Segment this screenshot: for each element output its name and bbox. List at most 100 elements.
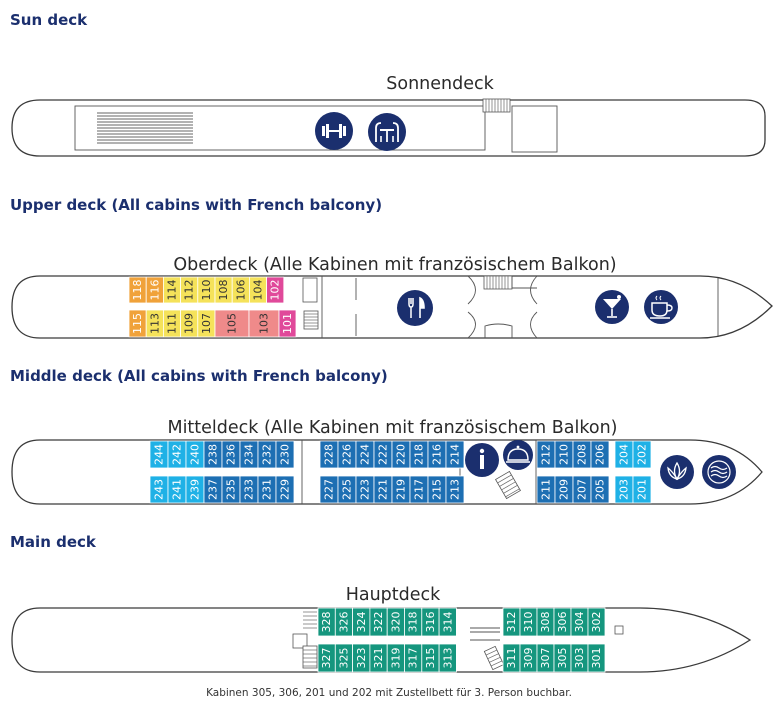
cabin-219[interactable]: 219 — [391, 475, 411, 504]
cabin-234[interactable]: 234 — [239, 440, 259, 469]
cabin-227[interactable]: 227 — [319, 475, 339, 504]
cabin-238[interactable]: 238 — [203, 440, 223, 469]
cabin-322[interactable]: 322 — [369, 607, 388, 637]
cabin-314[interactable]: 314 — [438, 607, 457, 637]
cabin-308[interactable]: 308 — [536, 607, 555, 637]
cabin-221[interactable]: 221 — [373, 475, 393, 504]
cabin-104[interactable]: 104 — [248, 276, 267, 304]
sun-deck-lounge-icon — [368, 113, 406, 151]
cabin-number: 219 — [395, 479, 408, 500]
cabin-113[interactable]: 113 — [145, 309, 164, 338]
cabin-311[interactable]: 311 — [502, 643, 521, 673]
cabin-216[interactable]: 216 — [427, 440, 447, 469]
cabin-327[interactable]: 327 — [317, 643, 336, 673]
cabin-205[interactable]: 205 — [590, 475, 610, 504]
cabin-number: 309 — [522, 648, 535, 669]
cabin-222[interactable]: 222 — [373, 440, 393, 469]
cabin-number: 203 — [618, 479, 631, 500]
cabin-number: 324 — [355, 612, 368, 633]
cabin-204[interactable]: 204 — [614, 440, 634, 469]
cabin-242[interactable]: 242 — [167, 440, 187, 469]
cabin-303[interactable]: 303 — [570, 643, 589, 673]
cabin-202[interactable]: 202 — [632, 440, 652, 469]
cabin-105[interactable]: 105 — [214, 309, 250, 338]
cabin-223[interactable]: 223 — [355, 475, 375, 504]
cabin-114[interactable]: 114 — [162, 276, 181, 304]
cabin-101[interactable]: 101 — [278, 309, 297, 338]
cabin-307[interactable]: 307 — [536, 643, 555, 673]
cabin-225[interactable]: 225 — [337, 475, 357, 504]
cabin-318[interactable]: 318 — [404, 607, 423, 637]
cabin-206[interactable]: 206 — [590, 440, 610, 469]
cabin-304[interactable]: 304 — [570, 607, 589, 637]
cabin-310[interactable]: 310 — [519, 607, 538, 637]
cabin-218[interactable]: 218 — [409, 440, 429, 469]
cabin-209[interactable]: 209 — [554, 475, 574, 504]
cabin-319[interactable]: 319 — [386, 643, 405, 673]
cabin-208[interactable]: 208 — [572, 440, 592, 469]
cabin-302[interactable]: 302 — [587, 607, 606, 637]
upper-deck-title: Oberdeck (Alle Kabinen mit französischem… — [173, 255, 617, 275]
cabin-317[interactable]: 317 — [404, 643, 423, 673]
cabin-323[interactable]: 323 — [352, 643, 371, 673]
cabin-313[interactable]: 313 — [438, 643, 457, 673]
cabin-210[interactable]: 210 — [554, 440, 574, 469]
cabin-232[interactable]: 232 — [257, 440, 277, 469]
cabin-240[interactable]: 240 — [185, 440, 205, 469]
cabin-201[interactable]: 201 — [632, 475, 652, 504]
cabin-number: 110 — [200, 280, 213, 301]
sun-deck-stairs — [482, 98, 511, 113]
cabin-230[interactable]: 230 — [275, 440, 295, 469]
cabin-215[interactable]: 215 — [427, 475, 447, 504]
cabin-109[interactable]: 109 — [180, 309, 199, 338]
cabin-115[interactable]: 115 — [128, 309, 147, 338]
cabin-241[interactable]: 241 — [167, 475, 187, 504]
cabin-239[interactable]: 239 — [185, 475, 205, 504]
cabin-112[interactable]: 112 — [180, 276, 199, 304]
cabin-111[interactable]: 111 — [162, 309, 181, 338]
cabin-110[interactable]: 110 — [197, 276, 216, 304]
cabin-116[interactable]: 116 — [145, 276, 164, 304]
cabin-235[interactable]: 235 — [221, 475, 241, 504]
cabin-324[interactable]: 324 — [352, 607, 371, 637]
cabin-316[interactable]: 316 — [421, 607, 440, 637]
cabin-107[interactable]: 107 — [197, 309, 216, 338]
cabin-number: 318 — [407, 612, 420, 633]
cabin-106[interactable]: 106 — [231, 276, 250, 304]
cabin-306[interactable]: 306 — [553, 607, 572, 637]
cabin-243[interactable]: 243 — [149, 475, 169, 504]
cabin-228[interactable]: 228 — [319, 440, 339, 469]
cabin-312[interactable]: 312 — [502, 607, 521, 637]
cabin-237[interactable]: 237 — [203, 475, 223, 504]
cabin-226[interactable]: 226 — [337, 440, 357, 469]
cabin-301[interactable]: 301 — [587, 643, 606, 673]
cabin-118[interactable]: 118 — [128, 276, 147, 304]
cabin-233[interactable]: 233 — [239, 475, 259, 504]
cabin-315[interactable]: 315 — [421, 643, 440, 673]
cabin-309[interactable]: 309 — [519, 643, 538, 673]
cabin-213[interactable]: 213 — [445, 475, 465, 504]
cabin-236[interactable]: 236 — [221, 440, 241, 469]
cabin-203[interactable]: 203 — [614, 475, 634, 504]
cabin-220[interactable]: 220 — [391, 440, 411, 469]
cabin-212[interactable]: 212 — [536, 440, 556, 469]
cabin-320[interactable]: 320 — [386, 607, 405, 637]
cabin-102[interactable]: 102 — [266, 276, 285, 304]
cabin-207[interactable]: 207 — [572, 475, 592, 504]
cabin-211[interactable]: 211 — [536, 475, 556, 504]
cabin-328[interactable]: 328 — [317, 607, 336, 637]
cabin-325[interactable]: 325 — [334, 643, 353, 673]
cabin-305[interactable]: 305 — [553, 643, 572, 673]
cabin-229[interactable]: 229 — [275, 475, 295, 504]
cabin-326[interactable]: 326 — [334, 607, 353, 637]
cabin-214[interactable]: 214 — [445, 440, 465, 469]
cabin-231[interactable]: 231 — [257, 475, 277, 504]
footnote: Kabinen 305, 306, 201 und 202 mit Zustel… — [206, 687, 572, 699]
cabin-244[interactable]: 244 — [149, 440, 169, 469]
cabin-321[interactable]: 321 — [369, 643, 388, 673]
cabin-108[interactable]: 108 — [214, 276, 233, 304]
cabin-217[interactable]: 217 — [409, 475, 429, 504]
cabin-224[interactable]: 224 — [355, 440, 375, 469]
cabin-103[interactable]: 103 — [248, 309, 280, 338]
cabin-number: 205 — [594, 479, 607, 500]
